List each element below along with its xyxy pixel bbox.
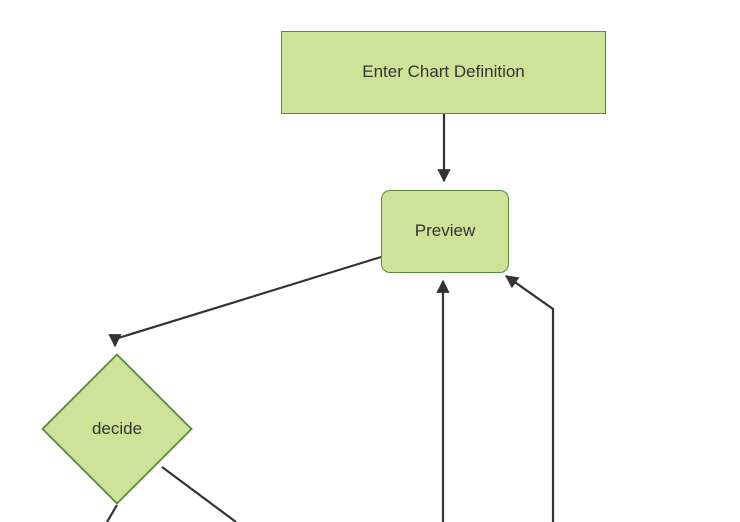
node-label-enter-chart-definition: Enter Chart Definition (362, 62, 525, 82)
diamond-shape-icon (41, 353, 193, 505)
edge-decide-branch-right (161, 466, 237, 522)
edge-decide-branch-left (106, 504, 118, 522)
node-decide[interactable]: decide (41, 353, 193, 505)
node-enter-chart-definition[interactable]: Enter Chart Definition (281, 31, 606, 114)
node-label-preview: Preview (414, 221, 476, 241)
edge-return-right-to-preview (504, 275, 555, 522)
edge-preview-to-decide (108, 255, 382, 348)
node-preview[interactable]: Preview (381, 190, 509, 273)
